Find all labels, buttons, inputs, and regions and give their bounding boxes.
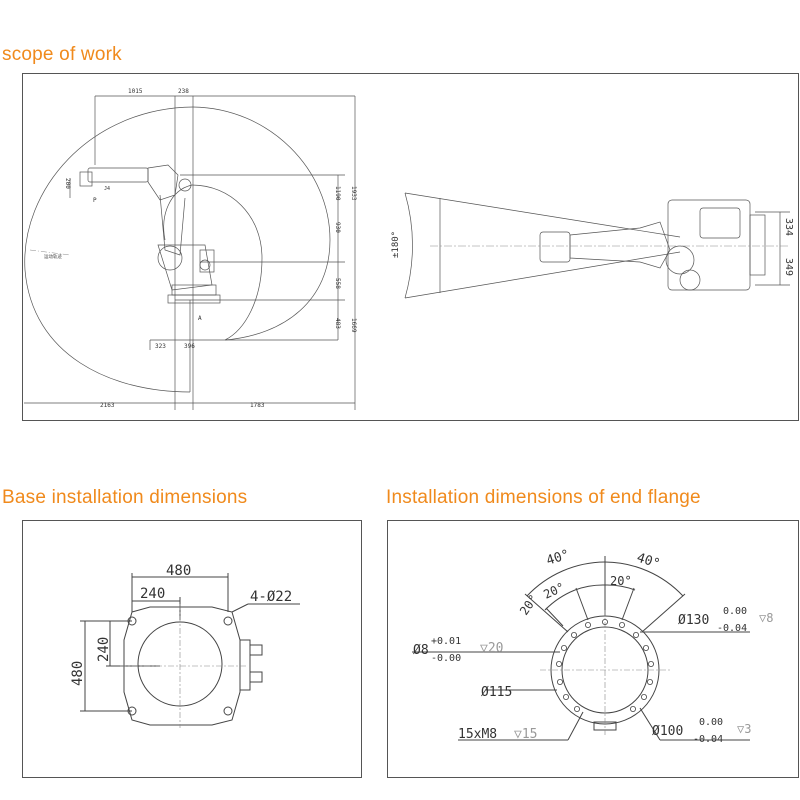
flange-angle-20-b: 20° (517, 592, 541, 618)
dim-1933: 1933 (350, 186, 357, 201)
flange-d100-depth: ▽3 (737, 722, 751, 736)
dim-930: 930 (334, 222, 341, 233)
flange-d8: Ø8 (413, 643, 429, 658)
flange-d8-tol-up: +0.01 (431, 636, 461, 647)
flange-d130: Ø130 (678, 613, 709, 628)
base-height-480: 480 (70, 661, 86, 686)
base-half-width-240: 240 (140, 586, 165, 602)
dim-2163: 2163 (100, 402, 115, 409)
flange-d130-tol-up: 0.00 (723, 606, 747, 617)
dim-558: 558 (334, 278, 341, 289)
dim-396: 396 (184, 343, 195, 350)
dim-349: 349 (783, 258, 794, 276)
flange-d8-tol-down: -0.00 (431, 653, 461, 664)
base-installation-heading: Base installation dimensions (2, 487, 248, 508)
flange-d130-depth: ▽8 (759, 611, 773, 625)
flange-bolt-holes (556, 619, 655, 713)
outer-reach-arc (24, 106, 194, 393)
end-flange-heading: Installation dimensions of end flange (386, 487, 701, 508)
flange-angle-20-c: 20° (610, 574, 632, 588)
dim-pm180: ±180° (391, 231, 401, 258)
flange-15xm8: 15xM8 (458, 727, 497, 742)
flange-d115: Ø115 (481, 685, 512, 700)
flange-d8-depth: ▽20 (480, 641, 503, 656)
base-hole-tr (223, 616, 233, 626)
base-half-height-240: 240 (96, 637, 112, 662)
flange-d100: Ø100 (652, 724, 683, 739)
dim-1015: 1015 (128, 88, 143, 95)
flange-m8-depth: ▽15 (514, 727, 537, 742)
dim-1190: 1190 (334, 186, 341, 201)
dim-323: 323 (155, 343, 166, 350)
mark-j4: J4 (104, 186, 110, 192)
base-holes-4-d22: 4-Ø22 (250, 589, 292, 605)
mark-a: A (198, 315, 202, 322)
dim-1783: 1783 (250, 402, 265, 409)
mark-p: P (93, 197, 97, 204)
flange-d130-tol-down: -0.04 (717, 623, 747, 634)
flange-angle-40-left: 40° (545, 547, 572, 569)
flange-angle-20-a: 20° (541, 580, 567, 602)
top-view-sweep-arc (404, 192, 413, 299)
dim-334: 334 (783, 218, 794, 236)
dim-238: 238 (178, 88, 189, 95)
flange-d100-tol-up: 0.00 (699, 717, 723, 728)
upper-reach-arc (191, 106, 331, 341)
dim-483: 483 (334, 318, 341, 329)
dim-200: 200 (64, 178, 71, 189)
dim-1669: 1669 (350, 318, 357, 333)
base-width-480: 480 (166, 563, 191, 579)
scope-of-work-heading: scope of work (2, 44, 122, 65)
base-hole-br (223, 706, 233, 716)
flange-angle-40-right: 40° (635, 551, 662, 573)
trajectory-callout: 运动轨迹 (44, 253, 62, 260)
base-outline (123, 606, 241, 726)
scope-of-work-panel (22, 73, 799, 421)
flange-d100-tol-down: -0.04 (693, 734, 723, 745)
base-installation-panel (22, 520, 362, 778)
